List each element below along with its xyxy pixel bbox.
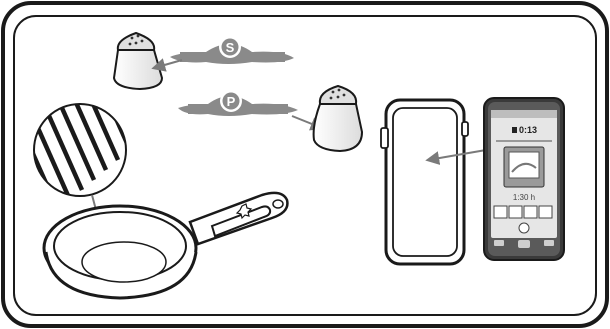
- frying-pan-icon: [42, 191, 289, 300]
- pepper-shaker-icon: [312, 84, 364, 153]
- salt-shaker-icon: [112, 31, 164, 91]
- salt-arrow: [151, 58, 183, 72]
- salt-label: S: [170, 36, 294, 64]
- smartphone-icon: 0:13 1:30 h: [483, 97, 565, 261]
- pepper-label: P: [178, 90, 298, 116]
- striped-pan-coating-icon: [33, 103, 127, 197]
- phone-cook-time-text: 1:30 h: [513, 193, 535, 202]
- phone-arrow: [425, 149, 487, 165]
- phone-timer-text: 0:13: [519, 125, 537, 135]
- salt-letter: S: [226, 40, 235, 55]
- phone-case-icon: [380, 98, 469, 266]
- pepper-letter: P: [227, 94, 236, 109]
